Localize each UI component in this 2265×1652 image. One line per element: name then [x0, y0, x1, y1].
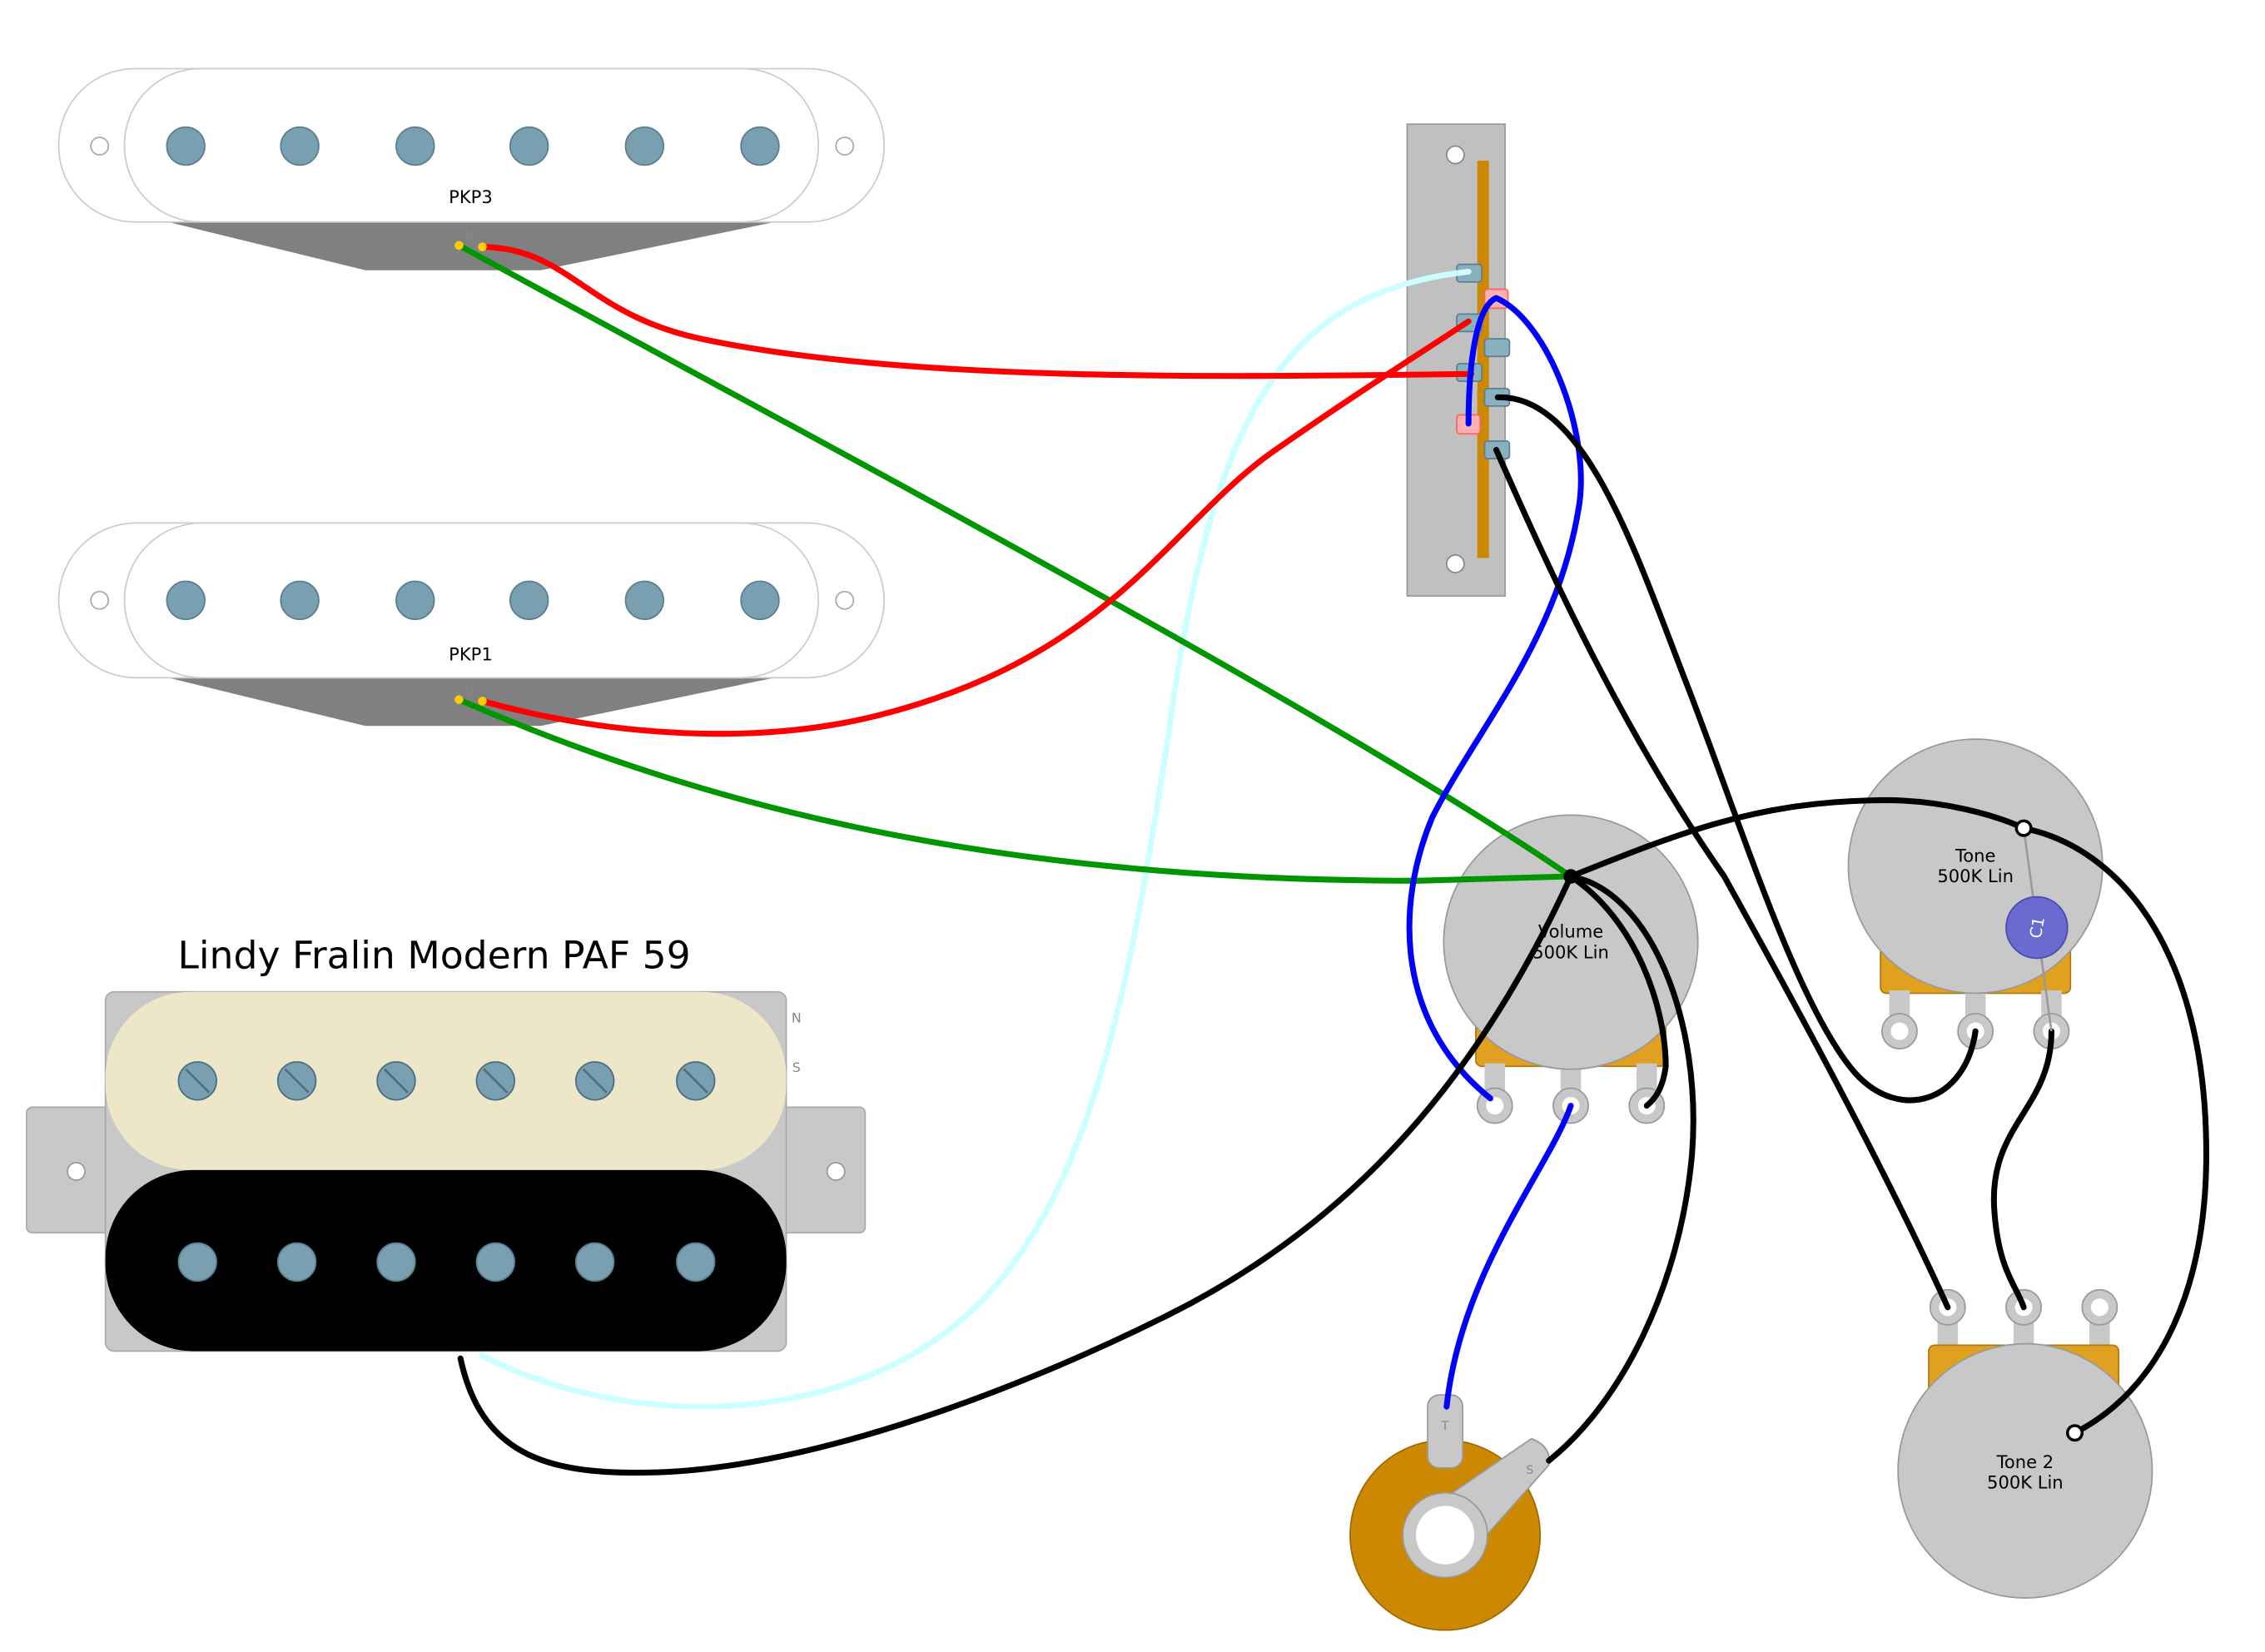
pkp3-terminal — [454, 241, 464, 251]
wire-light-blue — [479, 268, 1472, 1410]
humbucker-south-coil — [105, 1169, 787, 1352]
pot-volume-value: 500K Lin — [1532, 941, 1609, 962]
wire-black-switch-tone — [1494, 394, 1979, 1104]
pot-volume: Volume 500K Lin — [1443, 814, 1699, 1124]
output-jack: T S — [1349, 1394, 1551, 1631]
wire-red-pkp3 — [479, 244, 1475, 380]
pickup-pkp1-cover — [123, 522, 820, 679]
pot-tone2-lugs — [1929, 1288, 2118, 1350]
jack-socket-hole — [1415, 1506, 1475, 1565]
humbucker-coil-n-label: N — [792, 1010, 802, 1026]
humbucker-title: Lindy Fralin Modern PAF 59 — [177, 934, 690, 978]
capacitor-c1: C1 — [2005, 895, 2069, 960]
wire-blue-switch — [1406, 295, 1584, 1102]
screw-slots — [185, 1068, 708, 1094]
pot-tone2-name: Tone 2 — [1996, 1451, 2054, 1472]
pole-pieces — [166, 580, 780, 621]
pickup-pkp3-label: PKP3 — [449, 186, 493, 207]
mount-hole-icon — [67, 1162, 86, 1181]
humbucker: Lindy Fralin Modern PAF 59 N S — [26, 934, 867, 1352]
mount-hole-icon — [826, 1162, 846, 1181]
wire-black-tone-ground — [1567, 796, 2209, 1436]
pole-pieces — [166, 126, 780, 166]
mount-hole-icon — [835, 136, 855, 156]
pot-tone2: Tone 2 500K Lin — [1897, 1288, 2153, 1599]
humbucker-coil-s-label: S — [792, 1059, 801, 1075]
wire-black-humbucker — [457, 873, 1574, 1476]
wire-black-jack-sleeve — [1546, 873, 1696, 1464]
mount-hole-icon — [835, 590, 855, 610]
pot-tone-value: 500K Lin — [1937, 866, 2014, 886]
wire-red-pkp1 — [479, 318, 1472, 737]
pkp3-terminal — [478, 242, 487, 251]
junctions — [454, 241, 2084, 1442]
capacitor-body — [2005, 895, 2069, 960]
pickup-pkp3-base — [168, 221, 775, 270]
capacitor-label: C1 — [2026, 915, 2049, 940]
pickup-pkp3-terminal-label: N — [464, 230, 473, 243]
humbucker-mount-right — [777, 1106, 867, 1234]
humbucker-north-coil — [105, 991, 787, 1170]
tone2-junction — [2065, 1424, 2084, 1442]
mount-hole-icon — [90, 590, 110, 610]
wire-black-volume-lug — [1567, 873, 1669, 1109]
pickup-pkp3-cover — [123, 67, 820, 223]
pot-tone: Tone 500K Lin — [1847, 738, 2104, 1050]
wire-blue-jack — [1443, 1103, 1574, 1410]
wire-black-switch-tone2 — [1493, 447, 1951, 1311]
wire-green-pkp1 — [455, 697, 1574, 884]
pot-volume-lugs — [1476, 1063, 1666, 1124]
volume-junction — [1563, 869, 1578, 884]
mount-hole-icon — [1445, 145, 1465, 165]
pot-tone2-value: 500K Lin — [1987, 1471, 2064, 1492]
mount-hole-icon — [90, 136, 110, 156]
pickup-pkp1-terminal-label: N — [464, 685, 473, 698]
pkp1-terminal — [478, 697, 487, 706]
pickup-pkp3: PKP3 N — [57, 67, 886, 270]
wires — [455, 242, 2209, 1476]
mount-hole-icon — [1445, 554, 1465, 573]
pickup-pkp1: PKP1 N — [57, 522, 886, 727]
switch-blade — [1477, 161, 1489, 558]
slug-poles — [177, 1242, 716, 1282]
wire-black-tone-tone2 — [1990, 1028, 2054, 1311]
pot-tone2-body — [1897, 1342, 2153, 1599]
jack-tip-label: T — [1441, 1420, 1449, 1433]
pickup-pkp1-label: PKP1 — [449, 643, 493, 664]
wire-green-pkp3 — [455, 242, 1574, 880]
jack-sleeve-label: S — [1526, 1464, 1533, 1477]
pkp1-terminal — [454, 695, 464, 704]
pot-tone-name: Tone — [1955, 845, 1995, 866]
tone-junction — [2014, 819, 2033, 837]
blade-switch — [1406, 123, 1511, 597]
switch-plate — [1406, 123, 1506, 597]
